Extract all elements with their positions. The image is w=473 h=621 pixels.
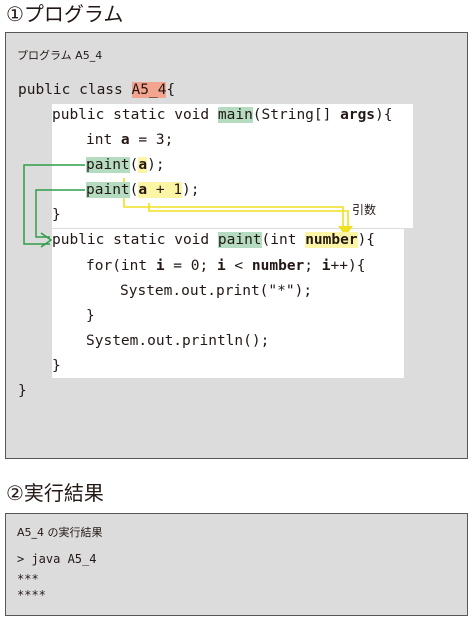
result-line-3: **** — [17, 588, 46, 602]
code-line-5: paint(a + 1); — [86, 182, 200, 198]
code-line-13: } — [18, 383, 27, 399]
paint-decl-highlight: paint — [217, 232, 262, 248]
green-call-arrow-2 — [35, 189, 85, 238]
parameter-number-highlight: number — [305, 232, 358, 248]
green-arrowhead — [40, 232, 53, 248]
code-line-9: System.out.print("*"); — [120, 283, 313, 299]
class-name-highlight: A5_4 — [131, 82, 167, 98]
result-label: A5_4 の実行結果 — [17, 526, 103, 539]
paint-method-box — [52, 229, 404, 378]
green-call-arrow-1 — [23, 164, 85, 245]
code-line-10: } — [86, 308, 95, 324]
argument-expr-highlight: a + 1 — [138, 182, 183, 198]
yellow-arrowhead — [338, 226, 353, 236]
code-line-2: public static void main(String[] args){ — [52, 107, 393, 123]
code-line-12: } — [52, 358, 61, 374]
result-panel: A5_4 の実行結果 > java A5_4 *** **** — [5, 513, 468, 616]
call-arrows — [23, 164, 353, 248]
result-line-2: *** — [17, 572, 39, 586]
argument-a-highlight: a — [138, 157, 148, 173]
main-highlight: main — [217, 107, 253, 123]
program-label: プログラム A5_4 — [17, 49, 103, 62]
code-line-4: paint(a); — [86, 157, 165, 173]
section-heading-result: ②実行結果 — [6, 481, 104, 505]
code-line-1: public class A5_4{ — [18, 82, 176, 98]
code-line-11: System.out.println(); — [86, 333, 270, 349]
code-line-7: public static void paint(int number){ — [52, 232, 376, 248]
result-line-1: > java A5_4 — [17, 552, 97, 566]
argument-annotation: 引数 — [352, 203, 377, 217]
paint-call-highlight-2: paint — [86, 182, 130, 198]
section-heading-program: ①プログラム — [6, 2, 124, 26]
code-line-8: for(int i = 0; i < number; i++){ — [86, 258, 366, 274]
code-line-3: int a = 3; — [86, 132, 174, 148]
paint-call-highlight-1: paint — [86, 157, 130, 173]
code-line-6: } — [52, 207, 61, 223]
program-panel: プログラム A5_4 public class A5_4{ public sta… — [5, 32, 468, 459]
